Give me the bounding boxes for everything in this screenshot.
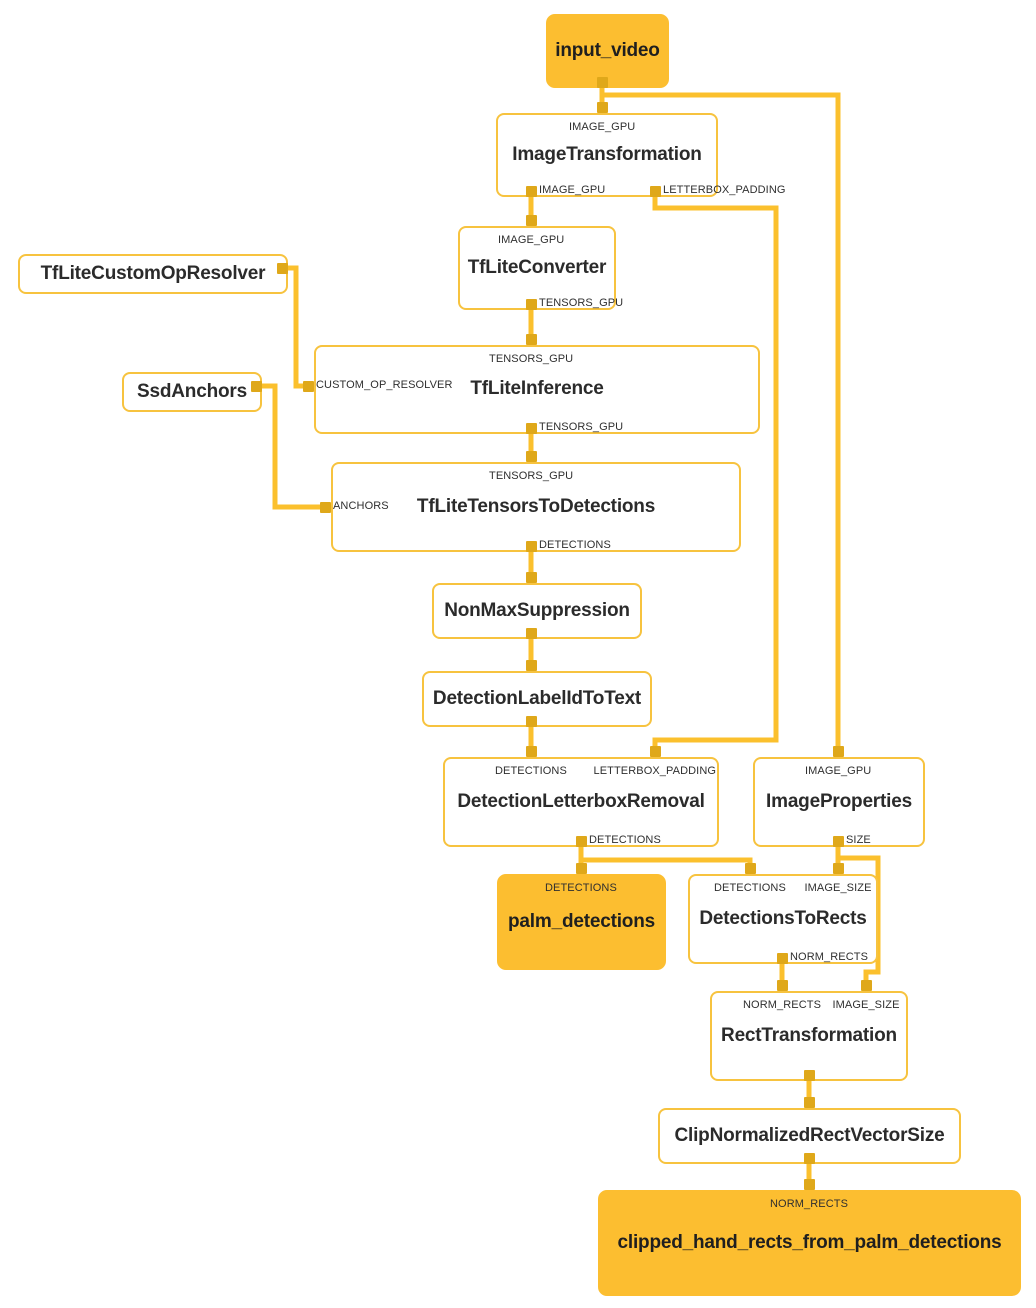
graph-edge <box>581 857 753 874</box>
graph-node-detectionlabelidtotext[interactable]: DetectionLabelIdToText <box>422 671 652 727</box>
port-square[interactable] <box>861 980 872 991</box>
node-title: SsdAnchors <box>137 380 247 402</box>
port-square[interactable] <box>804 1179 815 1190</box>
node-title: DetectionLabelIdToText <box>432 687 642 709</box>
port-square[interactable] <box>526 334 537 345</box>
port-label: DETECTIONS <box>545 882 617 894</box>
port-square[interactable] <box>526 628 537 639</box>
graph-node-tfliteinference[interactable]: TfLiteInference <box>314 345 760 434</box>
node-title: TfLiteTensorsToDetections <box>416 495 656 517</box>
port-square[interactable] <box>576 836 587 847</box>
port-square[interactable] <box>251 381 262 392</box>
port-square[interactable] <box>277 263 288 274</box>
port-square[interactable] <box>526 299 537 310</box>
port-label: DETECTIONS <box>539 539 611 551</box>
node-title: palm_detections <box>508 910 655 932</box>
graph-node-imageproperties[interactable]: ImageProperties <box>753 757 925 847</box>
node-title: NonMaxSuppression <box>444 599 630 621</box>
node-title: DetectionLetterboxRemoval <box>457 790 705 812</box>
port-label: ANCHORS <box>333 500 389 512</box>
node-title: input_video <box>555 39 660 61</box>
port-square[interactable] <box>777 980 788 991</box>
port-square[interactable] <box>597 77 608 88</box>
graph-node-tfliteconverter[interactable]: TfLiteConverter <box>458 226 616 310</box>
port-square[interactable] <box>804 1097 815 1108</box>
port-square[interactable] <box>804 1070 815 1081</box>
node-title: clipped_hand_rects_from_palm_detections <box>617 1231 1002 1253</box>
port-square[interactable] <box>526 746 537 757</box>
graph-node-detectionstorects[interactable]: DetectionsToRects <box>688 874 878 964</box>
port-label: TENSORS_GPU <box>539 421 624 433</box>
port-square[interactable] <box>777 953 788 964</box>
graph-node-tflitetensorstodetections[interactable]: TfLiteTensorsToDetections <box>331 462 741 552</box>
port-label: NORM_RECTS <box>743 999 822 1011</box>
port-square[interactable] <box>650 186 661 197</box>
port-square[interactable] <box>303 381 314 392</box>
node-title: ImageProperties <box>766 790 912 812</box>
port-label: LETTERBOX_PADDING <box>593 765 717 777</box>
graph-node-detectionletterboxremoval[interactable]: DetectionLetterboxRemoval <box>443 757 719 847</box>
port-square[interactable] <box>526 451 537 462</box>
port-label: DETECTIONS <box>589 834 661 846</box>
node-title: ImageTransformation <box>512 143 702 165</box>
port-square[interactable] <box>526 423 537 434</box>
port-label: NORM_RECTS <box>790 951 869 963</box>
port-square[interactable] <box>745 863 756 874</box>
port-square[interactable] <box>650 746 661 757</box>
graph-node-nonmaxsuppression[interactable]: NonMaxSuppression <box>432 583 642 639</box>
graph-edge <box>288 265 314 389</box>
graph-node-tflitecustomopresolver[interactable]: TfLiteCustomOpResolver <box>18 254 288 294</box>
graph-node-ssdanchors[interactable]: SsdAnchors <box>122 372 262 412</box>
port-square[interactable] <box>526 572 537 583</box>
graph-node-imagetransformation[interactable]: ImageTransformation <box>496 113 718 197</box>
node-title: DetectionsToRects <box>699 907 867 929</box>
port-square[interactable] <box>526 541 537 552</box>
port-square[interactable] <box>833 746 844 757</box>
node-title: TfLiteConverter <box>467 256 607 278</box>
port-square[interactable] <box>804 1153 815 1164</box>
port-label: IMAGE_GPU <box>539 184 606 196</box>
port-label: IMAGE_GPU <box>498 234 565 246</box>
node-title: TfLiteCustomOpResolver <box>40 262 266 284</box>
port-label: TENSORS_GPU <box>489 353 574 365</box>
port-label: CUSTOM_OP_RESOLVER <box>316 379 453 391</box>
port-label: NORM_RECTS <box>770 1198 849 1210</box>
node-title: ClipNormalizedRectVectorSize <box>674 1124 945 1146</box>
port-label: IMAGE_SIZE <box>832 999 900 1011</box>
graph-node-recttransformation[interactable]: RectTransformation <box>710 991 908 1081</box>
port-label: DETECTIONS <box>495 765 567 777</box>
port-label: DETECTIONS <box>714 882 786 894</box>
node-title: RectTransformation <box>721 1024 897 1046</box>
port-label: TENSORS_GPU <box>539 297 624 309</box>
port-square[interactable] <box>526 186 537 197</box>
port-label: IMAGE_SIZE <box>804 882 872 894</box>
port-label: IMAGE_GPU <box>569 121 636 133</box>
graph-node-clipped_hand_rects_from_palm_detections[interactable]: clipped_hand_rects_from_palm_detections <box>598 1190 1021 1296</box>
graph-node-palm_detections[interactable]: palm_detections <box>497 874 666 970</box>
port-label: TENSORS_GPU <box>489 470 574 482</box>
port-label: SIZE <box>846 834 871 846</box>
port-square[interactable] <box>526 660 537 671</box>
port-label: IMAGE_GPU <box>805 765 872 777</box>
port-square[interactable] <box>597 102 608 113</box>
port-square[interactable] <box>320 502 331 513</box>
port-square[interactable] <box>833 836 844 847</box>
port-square[interactable] <box>526 716 537 727</box>
port-label: LETTERBOX_PADDING <box>663 184 786 196</box>
port-square[interactable] <box>833 863 844 874</box>
port-square[interactable] <box>526 215 537 226</box>
node-title: TfLiteInference <box>470 378 604 400</box>
port-square[interactable] <box>576 863 587 874</box>
